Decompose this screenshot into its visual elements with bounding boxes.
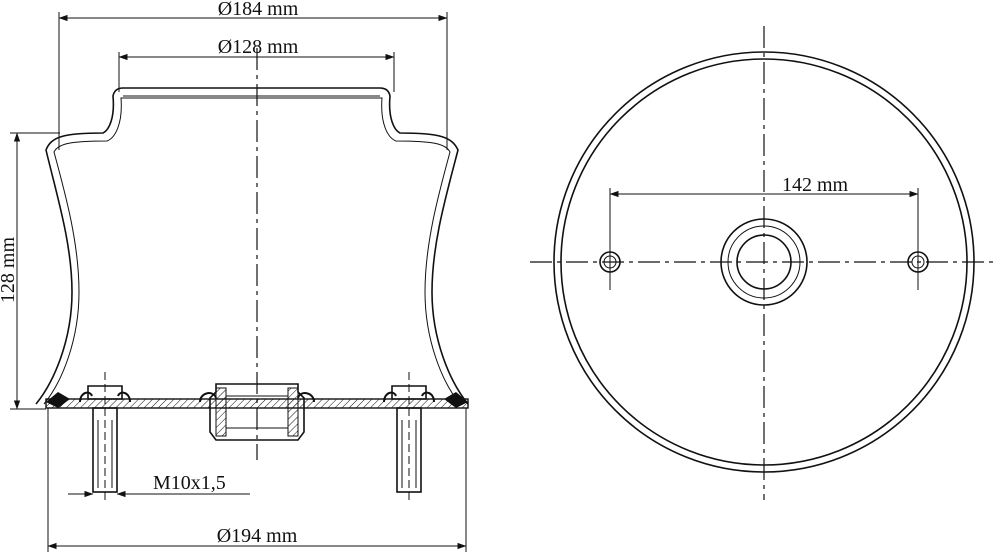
label-thread: M10x1,5 <box>153 472 226 494</box>
label-bolt-spacing: 142 mm <box>782 174 849 196</box>
air-fitting <box>199 383 315 441</box>
right-bolt <box>383 372 435 500</box>
label-top-outer-diameter: Ø184 mm <box>218 0 299 20</box>
dimension-thread: M10x1,5 <box>68 472 250 498</box>
dimension-top-outer-diameter: Ø184 mm <box>58 0 448 150</box>
bellows-inner-wall <box>43 97 461 405</box>
bead-right <box>444 392 468 408</box>
dimension-bolt-spacing: 142 mm <box>609 174 919 250</box>
bellows-outer-wall <box>35 87 469 405</box>
bead-left <box>46 392 70 408</box>
label-bottom-diameter: Ø194 mm <box>217 525 298 547</box>
dimension-top-inner-diameter: Ø128 mm <box>118 36 395 92</box>
dimension-height: 128 mm <box>0 132 60 410</box>
top-view: 142 mm <box>530 26 998 500</box>
dimension-bottom-diameter: Ø194 mm <box>47 408 467 552</box>
label-top-inner-diameter: Ø128 mm <box>218 36 299 58</box>
side-view: Ø184 mm Ø128 mm 128 mm M10x1,5 Ø194 <box>0 0 469 552</box>
left-bolt <box>79 372 131 500</box>
label-height: 128 mm <box>0 237 19 304</box>
